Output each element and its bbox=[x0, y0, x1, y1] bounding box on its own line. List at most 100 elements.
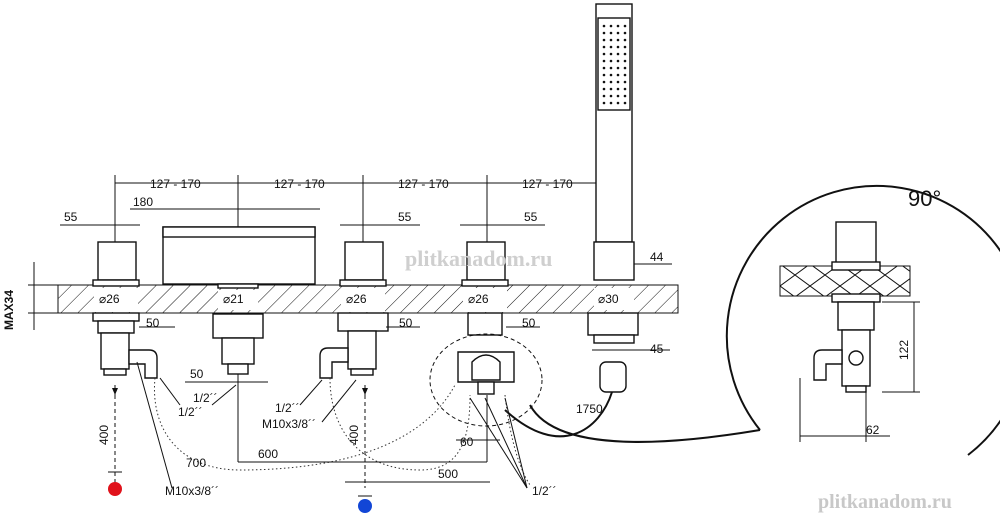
pipes: 400 400 700 600 500 bbox=[97, 374, 531, 488]
side-50-d: 50 bbox=[522, 316, 536, 330]
nozzle-dot bbox=[616, 38, 620, 42]
side-45: 45 bbox=[650, 342, 664, 356]
cold-valve: ⌀26 50 bbox=[319, 241, 420, 379]
width-55-left: 55 bbox=[64, 210, 78, 224]
detail-width-62: 62 bbox=[866, 423, 880, 437]
nozzle-dot bbox=[623, 52, 627, 56]
nozzle-dot bbox=[609, 101, 613, 105]
nozzle-dot bbox=[602, 87, 606, 91]
detail-slab bbox=[779, 265, 911, 297]
nozzle-dot bbox=[602, 45, 606, 49]
nozzle-dot bbox=[609, 73, 613, 77]
nozzle-dot bbox=[616, 59, 620, 63]
nozzle-dot bbox=[623, 87, 627, 91]
hot-water-dot bbox=[108, 482, 122, 496]
pipe-500: 500 bbox=[438, 467, 458, 481]
nozzle-dot bbox=[616, 24, 620, 28]
nozzle-dot bbox=[609, 80, 613, 84]
width-55-right: 55 bbox=[524, 210, 538, 224]
thickness-label: MAX34 bbox=[2, 290, 16, 330]
deck-thickness: MAX34 bbox=[2, 262, 58, 330]
watermark-bottom: plitkanadom.ru bbox=[818, 491, 952, 513]
side-60: 60 bbox=[460, 435, 474, 449]
nozzle-dot bbox=[602, 73, 606, 77]
spout: ⌀21 50 bbox=[162, 226, 316, 383]
nozzle-dot bbox=[609, 87, 613, 91]
nozzle-dot bbox=[616, 66, 620, 70]
spacing-dimension: 127 - 170 127 - 170 127 - 170 127 - 170 bbox=[114, 175, 612, 245]
nozzle-dot bbox=[609, 38, 613, 42]
nozzle-dot bbox=[616, 73, 620, 77]
pipe-700: 700 bbox=[186, 456, 206, 470]
hand-shower: ⌀30 45 1750 bbox=[504, 3, 670, 438]
nozzle-dot bbox=[602, 24, 606, 28]
spacing-label-3: 127 - 170 bbox=[398, 177, 449, 191]
watermark-top: plitkanadom.ru bbox=[405, 246, 552, 271]
detail-view: 90° 122 62 bbox=[529, 184, 1000, 456]
nozzle-dot bbox=[623, 80, 627, 84]
nozzle-dot bbox=[602, 94, 606, 98]
diverter: ⌀26 50 60 bbox=[429, 241, 543, 449]
nozzle-dot bbox=[609, 59, 613, 63]
pipe-400-hot: 400 bbox=[97, 425, 111, 445]
nozzle-dot bbox=[623, 73, 627, 77]
diameter-4: ⌀26 bbox=[468, 292, 489, 306]
spacing-label-4: 127 - 170 bbox=[522, 177, 573, 191]
diameter-2: ⌀21 bbox=[223, 292, 244, 306]
nozzle-dot bbox=[609, 45, 613, 49]
nozzle-dot bbox=[609, 52, 613, 56]
thread-half-a: 1/2´´ bbox=[193, 391, 218, 405]
spacing-label-2: 127 - 170 bbox=[274, 177, 325, 191]
nozzle-dot bbox=[602, 66, 606, 70]
nozzle-dot bbox=[602, 38, 606, 42]
nozzle-dot bbox=[616, 80, 620, 84]
width-dimensions: 55 180 55 55 44 bbox=[60, 195, 672, 265]
width-180: 180 bbox=[133, 195, 153, 209]
shower-nozzles bbox=[602, 24, 627, 105]
nozzle-dot bbox=[623, 45, 627, 49]
thread-m10-left: M10x3/8´´ bbox=[165, 484, 219, 498]
thread-half-c: 1/2´´ bbox=[275, 401, 300, 415]
hot-valve: ⌀26 50 bbox=[92, 241, 175, 379]
nozzle-dot bbox=[623, 31, 627, 35]
nozzle-dot bbox=[609, 24, 613, 28]
nozzle-dot bbox=[623, 38, 627, 42]
nozzle-dot bbox=[602, 31, 606, 35]
nozzle-dot bbox=[623, 59, 627, 63]
nozzle-dot bbox=[616, 101, 620, 105]
diameter-5: ⌀30 bbox=[598, 292, 619, 306]
nozzle-dot bbox=[616, 94, 620, 98]
detail-height-122: 122 bbox=[897, 340, 911, 360]
side-50-c: 50 bbox=[399, 316, 413, 330]
hot-marker bbox=[108, 471, 122, 496]
pipe-1750: 1750 bbox=[576, 402, 603, 416]
cold-water-dot bbox=[358, 499, 372, 513]
nozzle-dot bbox=[623, 66, 627, 70]
detail-angle: 90° bbox=[908, 186, 941, 211]
thread-m10-right: M10x3/8´´ bbox=[262, 417, 316, 431]
side-50-a: 50 bbox=[146, 316, 160, 330]
nozzle-dot bbox=[623, 101, 627, 105]
nozzle-dot bbox=[616, 31, 620, 35]
diameter-3: ⌀26 bbox=[346, 292, 367, 306]
nozzle-dot bbox=[602, 59, 606, 63]
cold-marker bbox=[358, 495, 372, 513]
nozzle-dot bbox=[616, 45, 620, 49]
nozzle-dot bbox=[623, 94, 627, 98]
pipe-400-cold: 400 bbox=[347, 425, 361, 445]
nozzle-dot bbox=[609, 31, 613, 35]
nozzle-dot bbox=[609, 66, 613, 70]
width-44: 44 bbox=[650, 250, 664, 264]
spacing-label-1: 127 - 170 bbox=[150, 177, 201, 191]
nozzle-dot bbox=[609, 94, 613, 98]
thread-half-b: 1/2´´ bbox=[178, 405, 203, 419]
side-50-b: 50 bbox=[190, 367, 204, 381]
thread-half-d: 1/2´´ bbox=[532, 484, 557, 498]
nozzle-dot bbox=[602, 52, 606, 56]
nozzle-dot bbox=[623, 24, 627, 28]
width-55-mid: 55 bbox=[398, 210, 412, 224]
diameter-1: ⌀26 bbox=[99, 292, 120, 306]
thread-labels: 1/2´´ 1/2´´ M10x3/8´´ 1/2´´ M10x3/8´´ 1/… bbox=[136, 361, 557, 498]
